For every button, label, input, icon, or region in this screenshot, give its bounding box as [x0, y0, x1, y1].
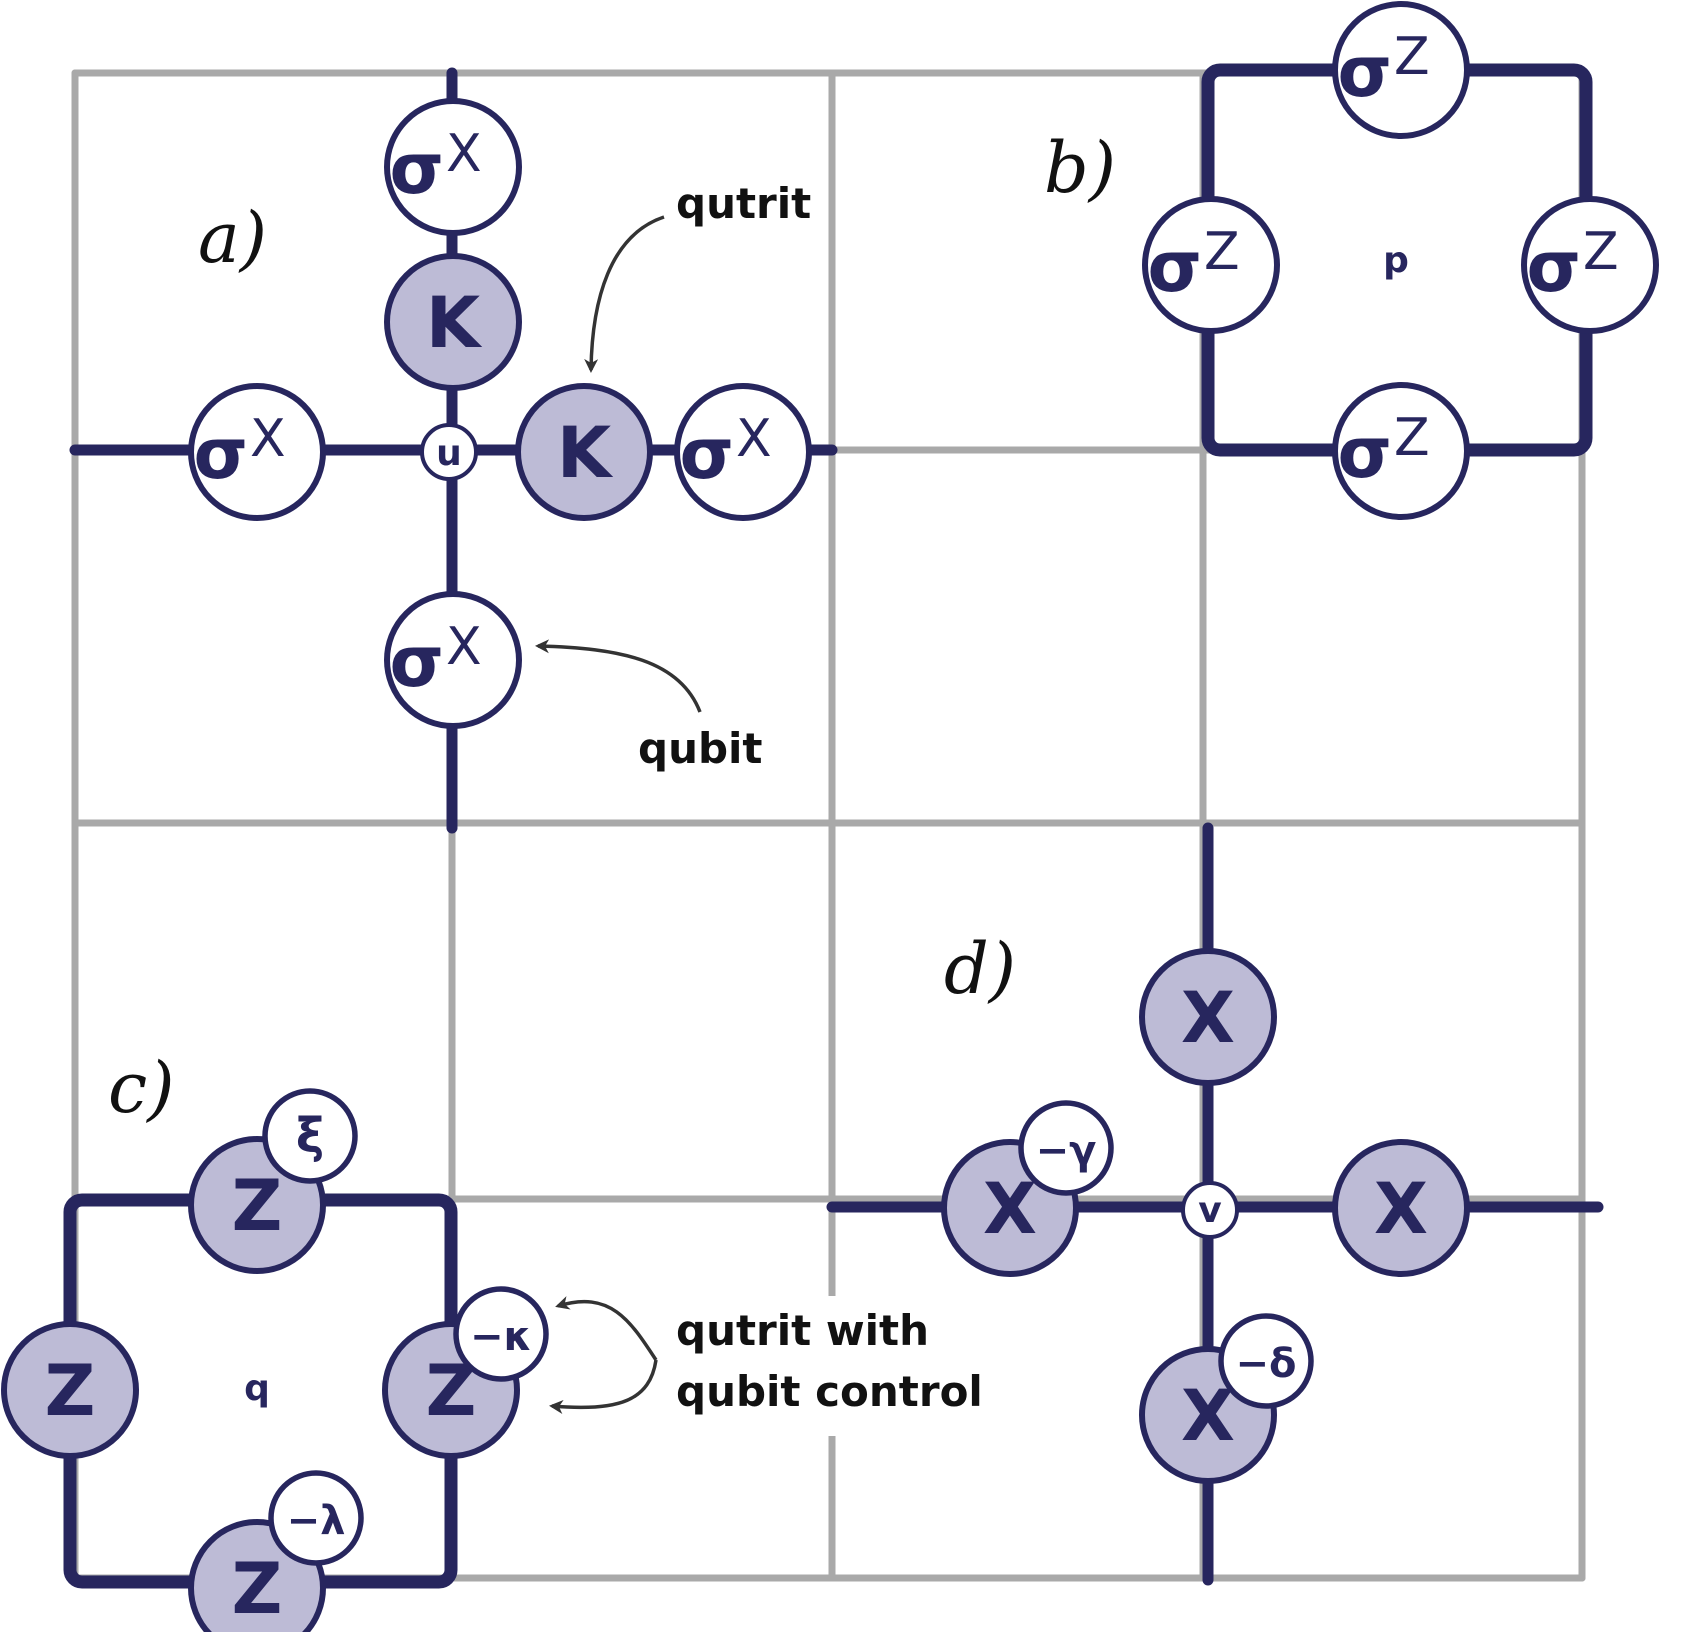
qutrit-annotation: qutrit [676, 179, 811, 228]
vertex-v [1181, 1181, 1239, 1239]
plaquette-q-label: q [244, 1368, 270, 1409]
sigma-z-superscript: Z [1394, 408, 1430, 468]
k-node [515, 383, 653, 521]
panel-c-label: c) [108, 1047, 175, 1129]
qubit-annotation: qubit [638, 724, 763, 773]
sigma-z-superscript: Z [1394, 27, 1430, 87]
x-node [1139, 948, 1277, 1086]
sigma-z-node [1332, 382, 1470, 520]
sigma-z-superscript: Z [1583, 222, 1619, 282]
k-node [384, 253, 522, 391]
annotation-background [668, 1296, 980, 1436]
k-label: K [426, 282, 483, 364]
panel-d-label: d) [944, 928, 1016, 1010]
qubit-arrow [535, 639, 702, 713]
qubit-control-annotation: qubit control [676, 1367, 983, 1416]
vertex-u [420, 423, 478, 481]
sigma-z-node [1142, 196, 1280, 334]
x-label: X [1374, 1168, 1428, 1250]
k-label: K [557, 412, 614, 494]
x-label: X [1181, 1375, 1235, 1457]
sigma-x-node [188, 383, 326, 521]
panel-c: Z ξ Z Z −κ Z −λ q c) qutrit with qubit c… [1, 1047, 983, 1632]
phase-badge [453, 1286, 549, 1382]
sigma-x-label: σ [679, 413, 734, 495]
sigma-x-superscript: X [446, 124, 482, 184]
sigma-z-label: σ [1526, 226, 1581, 308]
x-label: X [983, 1168, 1037, 1250]
sigma-x-label: σ [193, 413, 248, 495]
sigma-x-node [384, 591, 522, 729]
control-arrow-top [555, 1296, 658, 1361]
plaquette-p-label: p [1383, 240, 1409, 281]
panel-d: X X −γ X X −δ v d) [826, 822, 1604, 1586]
panel-a: σ X K σ X K σ X σ X u a) qutrit qubit [69, 67, 838, 834]
sigma-z-label: σ [1147, 226, 1202, 308]
qutrit-arrow [584, 215, 665, 373]
sigma-z-label: σ [1337, 412, 1392, 494]
panel-a-label: a) [198, 197, 267, 279]
sigma-z-node [1332, 1, 1470, 139]
sigma-x-superscript: X [446, 617, 482, 677]
sigma-x-label: σ [389, 128, 444, 210]
phase-kappa-label: −κ [470, 1314, 532, 1360]
vertex-v-label: v [1198, 1190, 1221, 1231]
panel-b: σ Z σ Z σ Z σ Z p b) [1044, 1, 1659, 520]
z-node [1, 1321, 139, 1459]
phase-delta-label: −δ [1236, 1341, 1297, 1387]
x-node [1332, 1139, 1470, 1277]
sigma-x-node [674, 383, 812, 521]
vertex-u-label: u [436, 433, 462, 474]
z-label: Z [232, 1165, 283, 1247]
phase-xi-label: ξ [296, 1108, 324, 1164]
sigma-x-superscript: X [250, 409, 286, 469]
phase-lambda-label: −λ [287, 1498, 346, 1544]
phase-badge [262, 1088, 358, 1184]
qutrit-with-annotation: qutrit with [676, 1306, 929, 1355]
sigma-x-superscript: X [736, 409, 772, 469]
phase-badge [1218, 1313, 1314, 1409]
phase-badge [1018, 1100, 1114, 1196]
sigma-z-node [1521, 196, 1659, 334]
panel-b-label: b) [1044, 127, 1116, 209]
sigma-x-node [384, 98, 522, 236]
sigma-x-label: σ [389, 621, 444, 703]
sigma-z-superscript: Z [1204, 222, 1240, 282]
phase-gamma-label: −γ [1036, 1128, 1097, 1174]
phase-badge [268, 1470, 364, 1566]
sigma-z-label: σ [1337, 31, 1392, 113]
x-label: X [1181, 977, 1235, 1059]
control-arrow-bottom [549, 1359, 658, 1414]
z-label: Z [45, 1350, 96, 1432]
z-label: Z [232, 1548, 283, 1630]
